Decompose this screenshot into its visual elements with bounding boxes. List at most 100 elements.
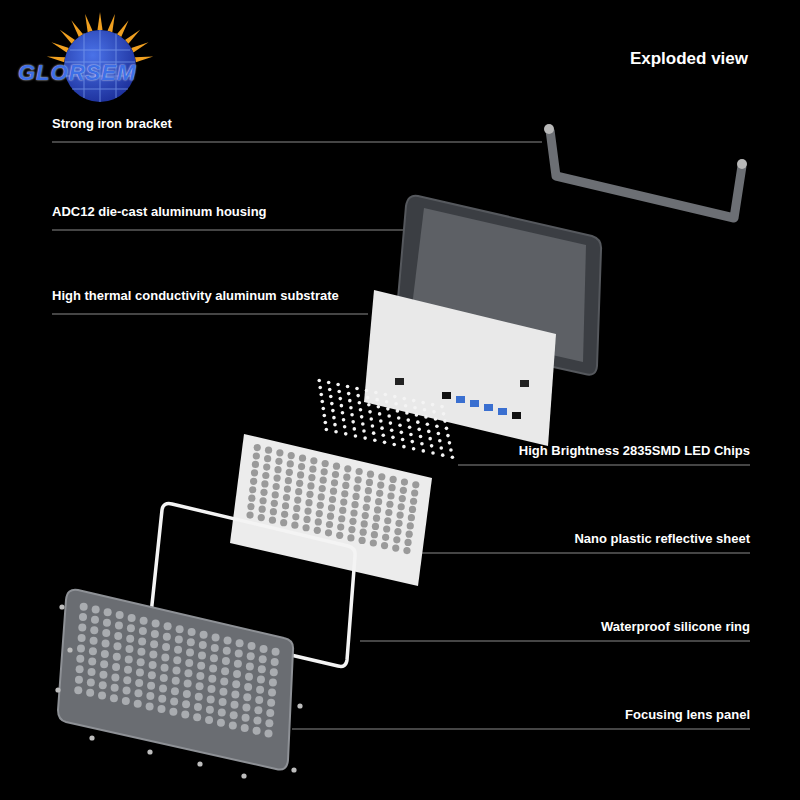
reflector-hole <box>395 520 402 527</box>
led-dot <box>391 436 395 440</box>
reflector-hole <box>263 463 270 470</box>
reflector-hole <box>305 499 312 506</box>
reflector-hole <box>407 522 414 529</box>
lens-dot <box>76 665 84 673</box>
lens-dot <box>123 687 131 695</box>
lens-dot <box>242 704 250 712</box>
lens-dot <box>174 646 182 654</box>
led-dot <box>412 399 416 403</box>
lens-dot <box>140 617 148 625</box>
reflector-hole <box>309 466 316 473</box>
lens-dot <box>75 676 83 684</box>
reflector-hole <box>343 474 350 481</box>
lens-dot <box>205 716 213 724</box>
led-dot <box>386 407 390 411</box>
led-dot <box>427 430 431 434</box>
reflector-hole <box>373 515 380 522</box>
led-dot <box>413 406 417 410</box>
lens-dot <box>127 624 135 632</box>
reflector-hole <box>303 516 310 523</box>
led-dot <box>377 405 381 409</box>
led-dot <box>329 395 333 399</box>
reflector-hole <box>276 449 283 456</box>
component <box>484 404 493 411</box>
reflector-hole <box>376 490 383 497</box>
bracket-bolt <box>544 124 554 134</box>
reflector-hole <box>409 506 416 513</box>
lens-dot <box>183 690 191 698</box>
lens-dot <box>169 708 177 716</box>
lens-dot <box>164 622 172 630</box>
led-dot <box>406 418 410 422</box>
led-dot <box>355 387 359 391</box>
reflector-hole <box>353 484 360 491</box>
lens-dot <box>115 621 123 629</box>
lens-dot <box>114 642 122 650</box>
lens-dot <box>146 692 154 700</box>
lens-dot <box>182 700 190 708</box>
lens-dot <box>247 652 255 660</box>
lens-dot <box>271 658 279 666</box>
lens-dot <box>135 679 143 687</box>
led-dot <box>440 405 444 409</box>
reflector-hole <box>328 504 335 511</box>
lens-dot <box>209 665 217 673</box>
reflector-hole <box>367 471 374 478</box>
reflector-hole <box>348 526 355 533</box>
lens-dot <box>116 611 124 619</box>
led-dot <box>402 445 406 449</box>
part-label: ADC12 die-cast aluminum housing <box>52 204 267 219</box>
reflector-hole <box>273 483 280 490</box>
led-dot <box>318 386 322 390</box>
aluminum-substrate <box>364 290 556 446</box>
reflector-hole <box>374 506 381 513</box>
reflector-hole <box>316 510 323 517</box>
reflector-hole <box>273 474 280 481</box>
lens-dot <box>258 665 266 673</box>
lens-dot <box>148 671 156 679</box>
lens-dot <box>139 627 147 635</box>
lens-dot <box>123 676 131 684</box>
lens-dot <box>267 699 275 707</box>
lens-dot <box>244 683 252 691</box>
lens-dot <box>222 657 230 665</box>
lens-dot <box>195 693 203 701</box>
part-label-holder: High Brightness 2835SMD LED Chips <box>519 443 750 458</box>
reflector-hole <box>404 539 411 546</box>
lens-dot <box>230 711 238 719</box>
reflector-hole <box>338 515 345 522</box>
led-dot <box>341 411 345 415</box>
lens-dot <box>134 689 142 697</box>
reflector-hole <box>383 525 390 532</box>
led-dot <box>401 438 405 442</box>
lens-dot <box>79 613 87 621</box>
reflector-hole <box>327 513 334 520</box>
led-dot <box>328 388 332 392</box>
led-dot <box>324 421 328 425</box>
lens-dot <box>246 663 254 671</box>
lens-dot <box>173 667 181 675</box>
led-dot <box>389 421 393 425</box>
reflector-hole <box>253 452 260 459</box>
reflector-hole <box>261 480 268 487</box>
lens-dot <box>98 692 106 700</box>
lens-dot <box>99 671 107 679</box>
driver-components <box>395 378 529 419</box>
led-dot <box>449 448 453 452</box>
screw <box>147 749 152 754</box>
lens-dot <box>272 648 280 656</box>
sun-ray <box>107 14 114 32</box>
lens-dot <box>219 688 227 696</box>
led-dot <box>443 419 447 423</box>
lens-dot <box>78 624 86 632</box>
reflector-hole <box>410 498 417 505</box>
led-dot <box>374 391 378 395</box>
reflector-hole <box>337 523 344 530</box>
bracket-bolt <box>737 159 747 169</box>
reflector-hole <box>411 489 418 496</box>
reflector-hole <box>260 489 267 496</box>
lens-dot <box>196 682 204 690</box>
reflector-hole <box>269 517 276 524</box>
reflector-hole <box>388 484 395 491</box>
sun-ray <box>131 42 148 52</box>
